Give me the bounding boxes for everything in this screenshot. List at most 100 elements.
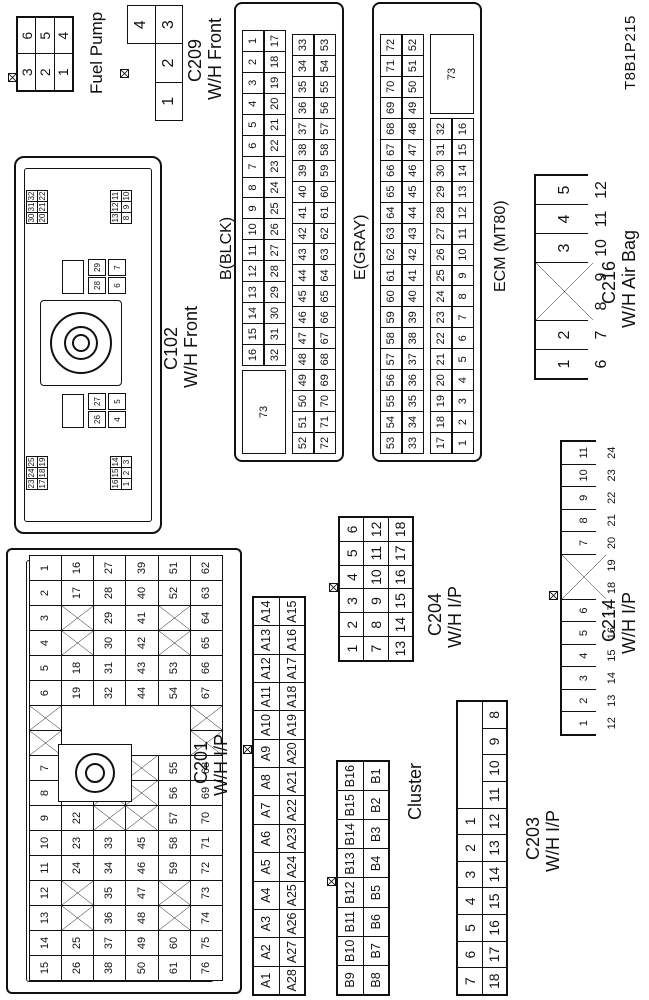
pin-cell: 19	[265, 72, 285, 93]
pin-cell: 64	[315, 265, 335, 286]
pin-cell: 22	[60, 805, 95, 831]
pin-cell: 49	[403, 97, 423, 118]
center-area	[158, 706, 190, 730]
blocked-cavity	[60, 880, 95, 906]
pin-cell: 13	[388, 637, 412, 660]
pin-cell: 27	[93, 555, 127, 581]
pin-cell: B5	[363, 878, 388, 907]
pin-cell: 62	[315, 223, 335, 244]
pin-cell: 53	[315, 35, 335, 55]
pin-cell: B2	[363, 791, 388, 820]
pin-cell: 15	[453, 139, 473, 160]
pin-cell: 19	[37, 457, 47, 467]
pin-cell: 4	[457, 887, 483, 916]
pin-cell: 60	[381, 286, 401, 307]
pin-cell: 59	[157, 855, 192, 881]
pin-cell: 39	[403, 307, 423, 328]
pin-cell: 48	[125, 905, 159, 931]
pin-cell: 71	[315, 412, 335, 433]
pin-cell: 56	[157, 780, 192, 806]
pin-cell: 4	[54, 18, 72, 54]
pin-cell: 69	[381, 97, 401, 118]
pin-cell: 20	[37, 213, 47, 223]
pin-cell: 16	[243, 345, 263, 365]
pin-cell: 19	[606, 554, 619, 577]
pin-cell: 72	[381, 35, 401, 55]
pin-cell: 52	[157, 580, 192, 606]
pin-cell: A28	[279, 966, 304, 994]
pin-cell: A20	[279, 739, 304, 768]
pin-cell: 55	[315, 76, 335, 97]
cluster-label: Cluster	[405, 762, 425, 820]
blocked-cavity	[157, 630, 192, 656]
pin-cell: 7	[243, 156, 263, 177]
pin-cell: A6	[254, 824, 279, 853]
center-area	[126, 706, 158, 730]
pin-cell: 15	[606, 644, 619, 667]
c204-name: C204	[425, 592, 445, 636]
pin-cell: 21	[431, 349, 451, 370]
c209-name: C209	[185, 38, 205, 82]
pin-cell: 23	[27, 479, 37, 489]
pin-cell: 6	[453, 328, 473, 349]
pin-cell: 8	[121, 213, 131, 223]
c214-name: C214	[599, 598, 619, 642]
pin-cell: 5	[36, 18, 54, 54]
pin-cell: A9	[254, 739, 279, 768]
blocked-cavity	[189, 705, 224, 731]
pin-cell: 26	[431, 244, 451, 265]
pin-cell: 47	[293, 328, 313, 349]
pin-cell: A3	[254, 909, 279, 938]
pin-cell: 2	[536, 321, 593, 349]
pin-cell: 5	[243, 114, 263, 135]
pin-cell: 2	[562, 689, 607, 712]
pin-cell: 10	[481, 754, 507, 782]
pin-cell: 67	[189, 680, 224, 706]
pin-cell: 7	[364, 637, 388, 660]
pin-cell: 1	[453, 433, 473, 453]
pin-cell: 11	[28, 855, 63, 881]
pin-cell: 7	[457, 967, 483, 996]
c201-key-icon	[243, 745, 252, 754]
c201-center-bolt-inner	[85, 763, 105, 783]
pin-cell: 4	[28, 630, 63, 656]
pin-cell: 2	[28, 580, 63, 606]
pin-cell: 44	[403, 202, 423, 223]
blocked-cavity	[125, 805, 159, 831]
pin-cell: A24	[279, 853, 304, 881]
pin-cell: 29	[265, 282, 285, 303]
pin-cell: 72	[189, 855, 224, 881]
pin-cell: 47	[403, 139, 423, 160]
pin-cell: 1	[340, 637, 364, 660]
pin-cell: 14	[481, 860, 507, 889]
pin-cell: 4	[340, 565, 364, 589]
c214-key-icon	[549, 591, 558, 600]
pin-cell: 63	[189, 580, 224, 606]
pin-cell: B7	[363, 936, 388, 965]
pin-cell: A5	[254, 853, 279, 881]
pin-cell: 65	[315, 286, 335, 307]
blocked-cavity	[60, 605, 95, 631]
pin-cell: A25	[279, 881, 304, 909]
pin-cell: 13	[606, 689, 619, 712]
pin-cell: 22	[606, 487, 619, 509]
pin-cell: 3	[562, 667, 607, 689]
pin-cell: 1	[28, 555, 63, 581]
c214-location: W/H I/P	[619, 592, 639, 654]
pin-cell: 4	[536, 205, 593, 233]
pin-cell: 61	[157, 955, 192, 981]
pin-cell: 5	[453, 349, 473, 370]
pin-cell: 15	[243, 324, 263, 345]
pin-cell: 43	[125, 655, 159, 681]
pin-cell: 2	[121, 468, 131, 478]
pin-cell: 29	[93, 605, 127, 631]
pin-cell: 24	[431, 286, 451, 307]
pin-cell: 35	[93, 880, 127, 906]
pin-cell: 47	[125, 880, 159, 906]
pin-cell: A12	[254, 654, 279, 683]
pin-cell: 45	[403, 181, 423, 202]
pin-cell: B11	[338, 907, 363, 936]
pin-cell: 53	[157, 655, 192, 681]
